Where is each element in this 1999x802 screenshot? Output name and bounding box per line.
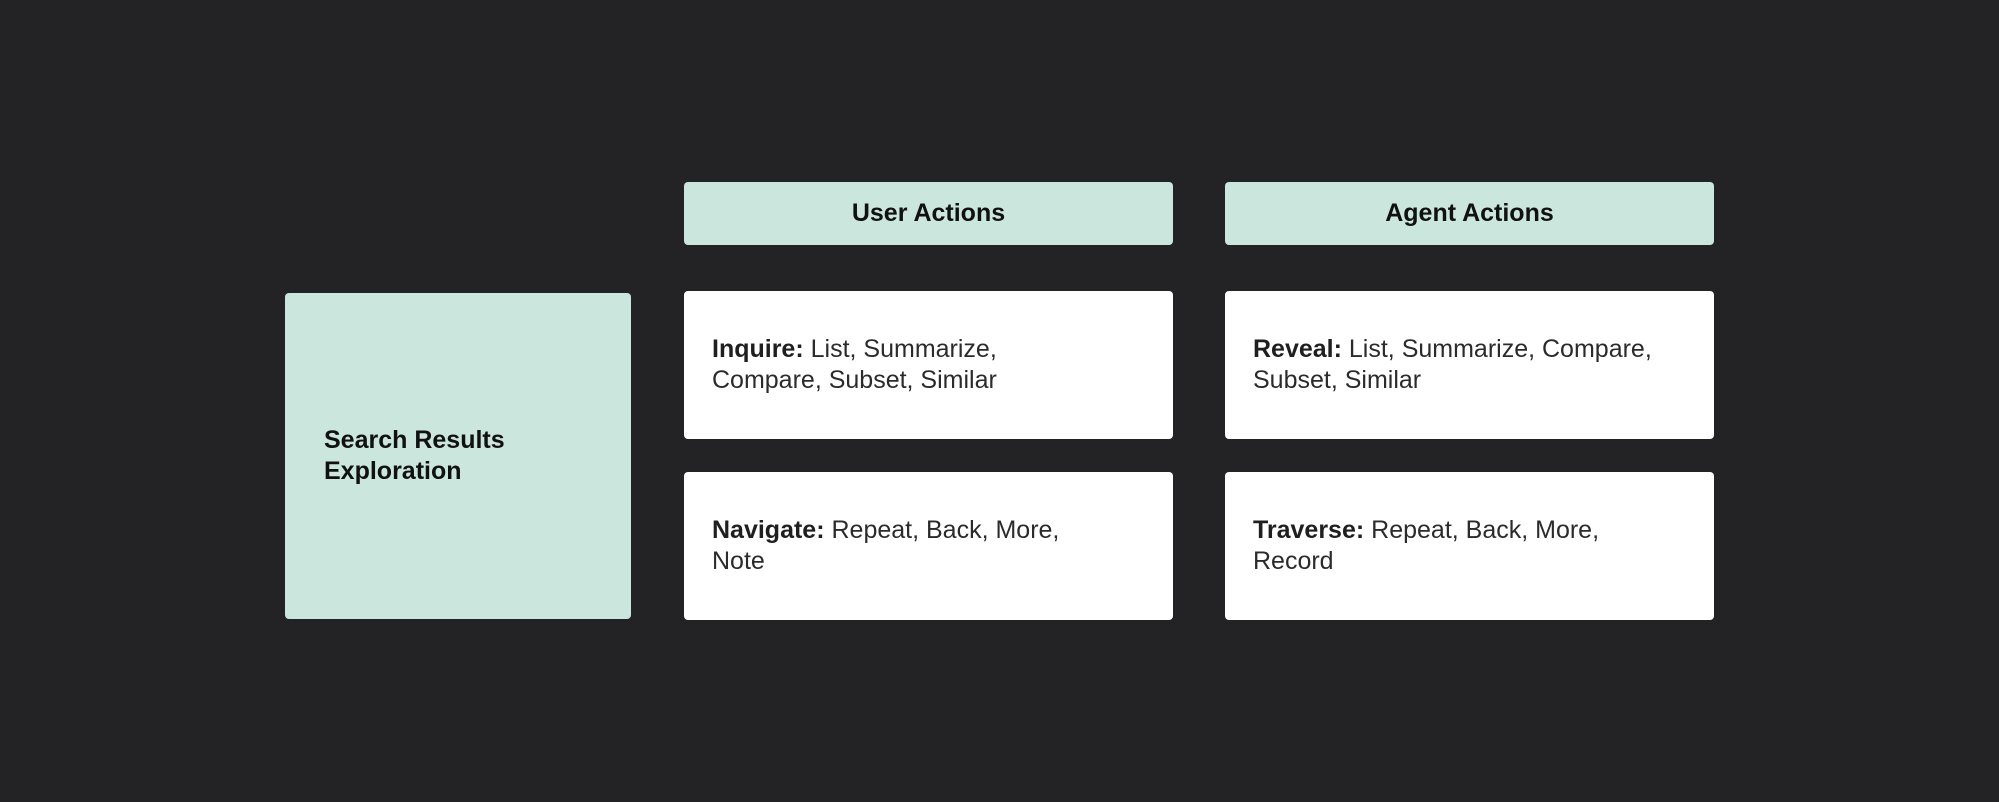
row-label-text: Search Results Exploration [324,425,505,487]
agent-traverse-content: Traverse: Repeat, Back, More, Record [1253,515,1653,577]
row-label-line-2: Exploration [324,457,462,485]
reveal-actions: List, Summarize, Compare, Subset, Simila… [1253,335,1652,394]
user-navigate-content: Navigate: Repeat, Back, More, Note [712,515,1112,577]
inquire-actions: List, Summarize, Compare, Subset, Simila… [712,335,997,394]
user-actions-title: User Actions [851,199,1006,227]
navigate-keyword: Navigate: [712,516,825,544]
traverse-actions: Repeat, Back, More, Record [1253,516,1600,575]
agent-actions-title: Agent Actions [1385,199,1554,227]
user-navigate-card: Navigate: Repeat, Back, More, Note [684,472,1173,620]
agent-traverse-card: Traverse: Repeat, Back, More, Record [1225,472,1714,620]
traverse-keyword: Traverse: [1253,516,1365,544]
agent-actions-header: Agent Actions [1225,182,1714,245]
row-label-line-1: Search Results [324,426,505,454]
inquire-keyword: Inquire: [712,335,804,363]
user-inquire-content: Inquire: List, Summarize, Compare, Subse… [712,334,1052,396]
agent-reveal-card: Reveal: List, Summarize, Compare, Subset… [1225,291,1714,439]
user-inquire-card: Inquire: List, Summarize, Compare, Subse… [684,291,1173,439]
navigate-actions: Repeat, Back, More, Note [712,516,1060,575]
agent-reveal-content: Reveal: List, Summarize, Compare, Subset… [1253,334,1686,396]
row-label-search-results-exploration: Search Results Exploration [285,293,631,619]
reveal-keyword: Reveal: [1253,335,1342,363]
user-actions-header: User Actions [684,182,1173,245]
